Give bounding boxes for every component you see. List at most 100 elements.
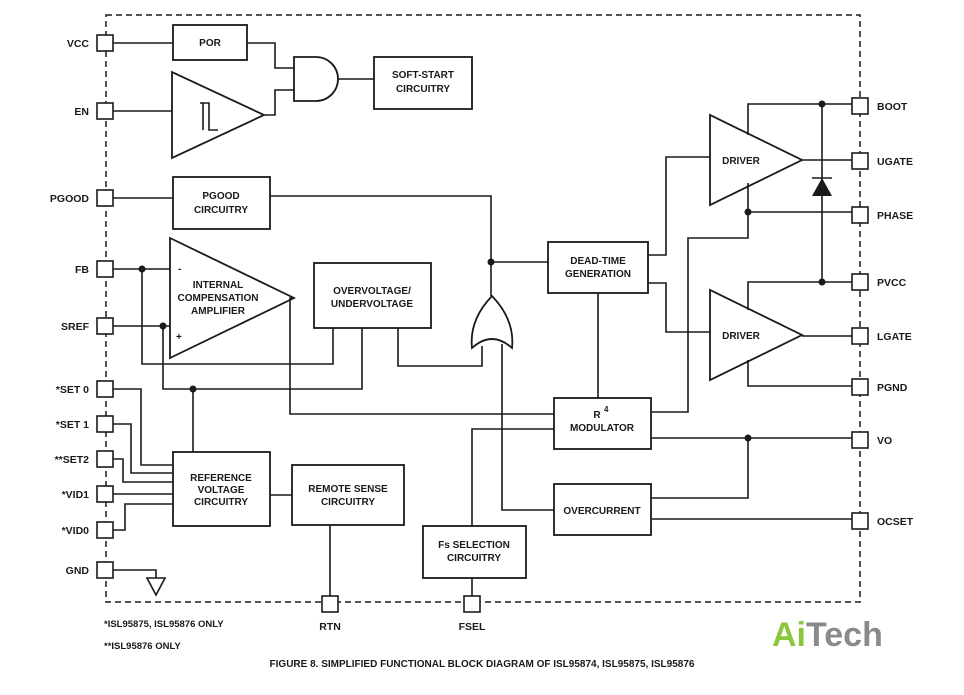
pin-vcc [96,34,114,52]
junction-dots [138,100,826,442]
pin-label-vo: VO [877,435,892,447]
pin-en [96,102,114,120]
or-gate-icon [470,294,514,350]
right-pins: BOOT UGATE PHASE PVCC LGATE PGND VO OCSE… [851,97,914,530]
pin-vo [851,431,869,449]
pin-sref [96,317,114,335]
pin-label-boot: BOOT [877,101,908,113]
ground-icon [145,577,167,597]
remote-sense-label-1: REMOTE SENSE [308,484,388,495]
pin-label-gnd: GND [66,565,90,577]
enable-comparator [171,70,267,160]
driver-lower-label: DRIVER [722,331,761,342]
pin-label-phase: PHASE [877,210,913,222]
pgood-block: PGOOD CIRCUITRY [172,176,271,230]
and-gate-icon [293,56,339,102]
ovuv-block: OVERVOLTAGE/ UNDERVOLTAGE [313,262,432,329]
amp-plus-sign: + [176,332,182,343]
pin-label-ugate: UGATE [877,156,913,168]
fs-selection-label-1: Fs SELECTION [438,540,510,551]
pin-lgate [851,327,869,345]
pin-label-set1: *SET 1 [56,419,89,431]
pin-phase [851,206,869,224]
compensation-amplifier: - + INTERNAL COMPENSATION AMPLIFIER [169,236,297,360]
pin-set2 [96,450,114,468]
modulator-label-sup: 4 [604,405,609,414]
pin-label-pgood: PGOOD [50,193,90,205]
and-gate [293,56,339,102]
left-pins: VCC EN PGOOD FB SREF *SET 0 *SET 1 **SET… [50,34,114,579]
pin-label-vid0: *VID0 [62,525,90,537]
logo-part-ai: Ai [772,616,806,654]
fs-selection-label-2: CIRCUITRY [447,553,501,564]
pin-label-pvcc: PVCC [877,277,907,289]
pin-boot [851,97,869,115]
hysteresis-icon [200,102,218,131]
bottom-pins: RTN FSEL [319,595,486,633]
pin-pgood [96,189,114,207]
pin-vid0 [96,521,114,539]
pin-set1 [96,415,114,433]
ovuv-label-2: UNDERVOLTAGE [331,299,414,310]
amp-minus-sign: - [178,264,181,275]
pin-ugate [851,152,869,170]
soft-start-block: SOFT-START CIRCUITRY [373,56,473,110]
or-gate [470,294,514,350]
amp-label-1: INTERNAL [193,280,244,291]
pin-label-set0: *SET 0 [56,384,89,396]
pin-pgnd [851,378,869,396]
pin-vid1 [96,485,114,503]
dead-time-block: DEAD-TIME GENERATION [547,241,649,294]
pin-label-ocset: OCSET [877,516,914,528]
fs-selection-block: Fs SELECTION CIRCUITRY [422,525,527,579]
pin-pvcc [851,273,869,291]
soft-start-label-1: SOFT-START [392,70,454,81]
pin-label-fsel: FSEL [459,621,486,633]
reference-label-1: REFERENCE [190,473,252,484]
overcurrent-label: OVERCURRENT [563,506,640,517]
dead-time-label-1: DEAD-TIME [570,256,626,267]
logo-part-tech: Tech [806,616,883,654]
pin-label-sref: SREF [61,321,90,333]
por-label: POR [199,38,221,49]
pin-fb [96,260,114,278]
pgood-label-2: CIRCUITRY [194,205,248,216]
pin-set0 [96,380,114,398]
amp-label-3: AMPLIFIER [191,306,246,317]
pin-label-set2: **SET2 [55,454,90,466]
pin-ocset [851,512,869,530]
soft-start-label-2: CIRCUITRY [396,84,450,95]
pin-rtn [321,595,339,613]
reference-label-2: VOLTAGE [198,485,245,496]
remote-sense-label-2: CIRCUITRY [321,497,375,508]
driver-lower: DRIVER [709,288,805,382]
pin-label-vcc: VCC [67,38,90,50]
pin-label-fb: FB [75,264,89,276]
dead-time-label-2: GENERATION [565,269,631,280]
pin-label-vid1: *VID1 [62,489,90,501]
note-1: *ISL95875, ISL95876 ONLY [104,619,224,630]
pin-label-rtn: RTN [319,621,341,633]
modulator-block: R 4 MODULATOR [553,397,652,450]
pin-gnd [96,561,114,579]
pgood-label-1: PGOOD [202,191,239,202]
pin-fsel [463,595,481,613]
reference-block: REFERENCE VOLTAGE CIRCUITRY [172,451,271,527]
aitech-logo: AiTech [772,616,883,655]
pin-label-pgnd: PGND [877,382,908,394]
note-2: **ISL95876 ONLY [104,641,181,652]
pin-label-lgate: LGATE [877,331,912,343]
overcurrent-block: OVERCURRENT [553,483,652,536]
modulator-label: MODULATOR [570,423,635,434]
figure-caption: FIGURE 8. SIMPLIFIED FUNCTIONAL BLOCK DI… [270,659,695,670]
remote-sense-block: REMOTE SENSE CIRCUITRY [291,464,405,526]
ovuv-label-1: OVERVOLTAGE/ [333,286,411,297]
amp-label-2: COMPENSATION [178,293,259,304]
driver-upper: DRIVER [709,113,805,207]
por-block: POR [172,24,248,61]
modulator-label-r: R [593,410,601,421]
driver-upper-label: DRIVER [722,156,761,167]
reference-label-3: CIRCUITRY [194,497,248,508]
pin-label-en: EN [74,106,89,118]
